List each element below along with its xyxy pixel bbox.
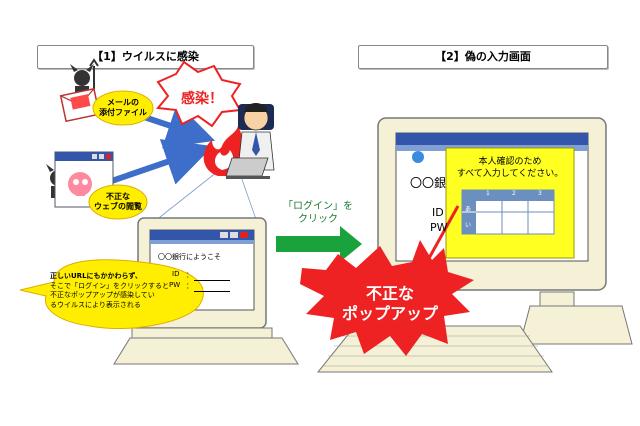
fake-popup-col-1: 1 [486,190,490,197]
fake-popup-col-2: 2 [512,190,516,197]
left-panel-title: 【1】ウイルスに感染 [37,45,254,69]
explanation-line3: 不正なポップアップが感染してい [50,291,155,299]
small-screen-pw-underline [194,291,230,292]
explanation-line1: 正しいURLにもかかわらず、 [50,272,142,280]
big-screen-pw-label: PW [430,221,448,234]
small-screen-id-underline [194,280,230,281]
infection-label: 感染！ [181,91,223,107]
devil-icon-top [70,58,99,100]
browsing-label-line1: 不正な [106,192,130,201]
email-attachment-icon [59,87,101,123]
small-screen-pw-label: PW [169,281,181,289]
small-screen-pw-value: ： [186,282,193,290]
fake-popup-message-line1: 本人確認のため [478,157,542,167]
popup-burst-label-line2: ポップアップ [341,304,438,323]
fake-popup-message: 本人確認のため すべて入力してください。 [448,156,572,180]
click-arrow-label: 「ログイン」を クリック [268,200,368,226]
small-screen-id-label: ID [172,270,180,278]
attachment-label-line1: メールの [107,98,139,107]
popup-burst-label-line1: 不正な [365,284,414,303]
browsing-arrow [99,139,214,188]
big-screen-id-label: ID [432,206,444,219]
fake-popup-grid [461,189,555,235]
attachment-label-line2: 添付ファイル [99,108,147,117]
attachment-label: メールの 添付ファイル [96,98,150,118]
browsing-label: 不正な ウェブの閲覧 [91,192,145,212]
fake-popup-message-line2: すべて入力してください。 [456,169,564,179]
right-panel-title: 【2】偽の入力画面 [358,45,608,69]
fake-popup-col-3: 3 [538,190,542,197]
attachment-callout-bg [92,90,154,126]
link-line-left [149,167,223,226]
small-keyboard [112,338,300,384]
browsing-label-line2: ウェブの閲覧 [94,202,142,211]
click-arrow-label-line2: クリック [298,214,338,225]
browsing-callout-bg [88,184,148,220]
explanation-line4: るウイルスにより表示される [50,300,141,309]
explanation-label: 正しいURLにもかかわらず、 そこで「ログイン」をクリックすると 不正なポップア… [50,272,202,310]
fake-popup-row-a: あ [465,206,472,213]
small-screen-greeting: 〇〇銀行にようこそ [158,253,221,261]
small-screen-id-value: ： [186,271,193,279]
popup-pointer [426,205,460,261]
click-arrow-label-line1: 「ログイン」を [283,201,353,212]
click-arrow [276,226,362,262]
office-worker-illustration [225,103,275,179]
explanation-callout-bg [19,259,204,329]
big-screen-greeting: 〇〇銀 [410,176,447,190]
explanation-line2: そこで「ログイン」をクリックすると [50,281,169,290]
popup-burst-label: 不正な ポップアップ [330,284,450,324]
fake-popup-row-i: い [465,222,472,229]
popup-burst [300,240,474,356]
